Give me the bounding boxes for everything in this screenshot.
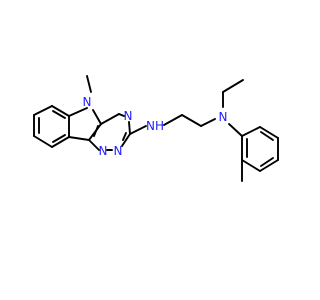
bond (118, 113, 125, 117)
bond (68, 107, 88, 117)
atom-nr-label: N (219, 110, 228, 124)
bond (121, 133, 131, 147)
bond (86, 75, 92, 93)
atom-n1-label: N (99, 144, 108, 158)
atom-n4: N (124, 109, 133, 123)
bond (241, 159, 261, 172)
atom-n5-label: N (83, 95, 92, 109)
bond (122, 132, 127, 141)
bond (52, 110, 66, 119)
bond (33, 105, 53, 116)
atom-labels: N N N N NH N (83, 95, 228, 158)
bond (92, 109, 102, 125)
atom-nr: N (219, 110, 228, 124)
bond (93, 125, 99, 137)
bond (259, 159, 279, 172)
atom-n2-label: N (114, 144, 123, 158)
bond (33, 135, 53, 148)
bond-layer (33, 75, 279, 182)
atom-n4-label: N (124, 109, 133, 123)
atom-n5: N (83, 95, 92, 109)
bond (259, 126, 279, 139)
bond (51, 136, 70, 148)
atom-n1: N (99, 144, 108, 158)
bond (52, 134, 66, 143)
bond (68, 136, 90, 141)
bond (129, 125, 147, 135)
bond (163, 114, 183, 126)
atom-nh-label: NH (146, 119, 164, 133)
bond (51, 105, 70, 117)
structure-canvas: N N N N NH N (33, 75, 279, 182)
bond (228, 123, 243, 137)
atom-n2: N (114, 144, 123, 158)
bond (222, 79, 244, 93)
atom-nh: NH (146, 119, 164, 133)
bond (260, 157, 274, 167)
bond (200, 118, 216, 127)
bond (88, 139, 100, 151)
bond (128, 121, 131, 135)
bond (241, 126, 261, 137)
bond (260, 131, 274, 141)
bond (181, 114, 202, 127)
bond (100, 113, 120, 125)
